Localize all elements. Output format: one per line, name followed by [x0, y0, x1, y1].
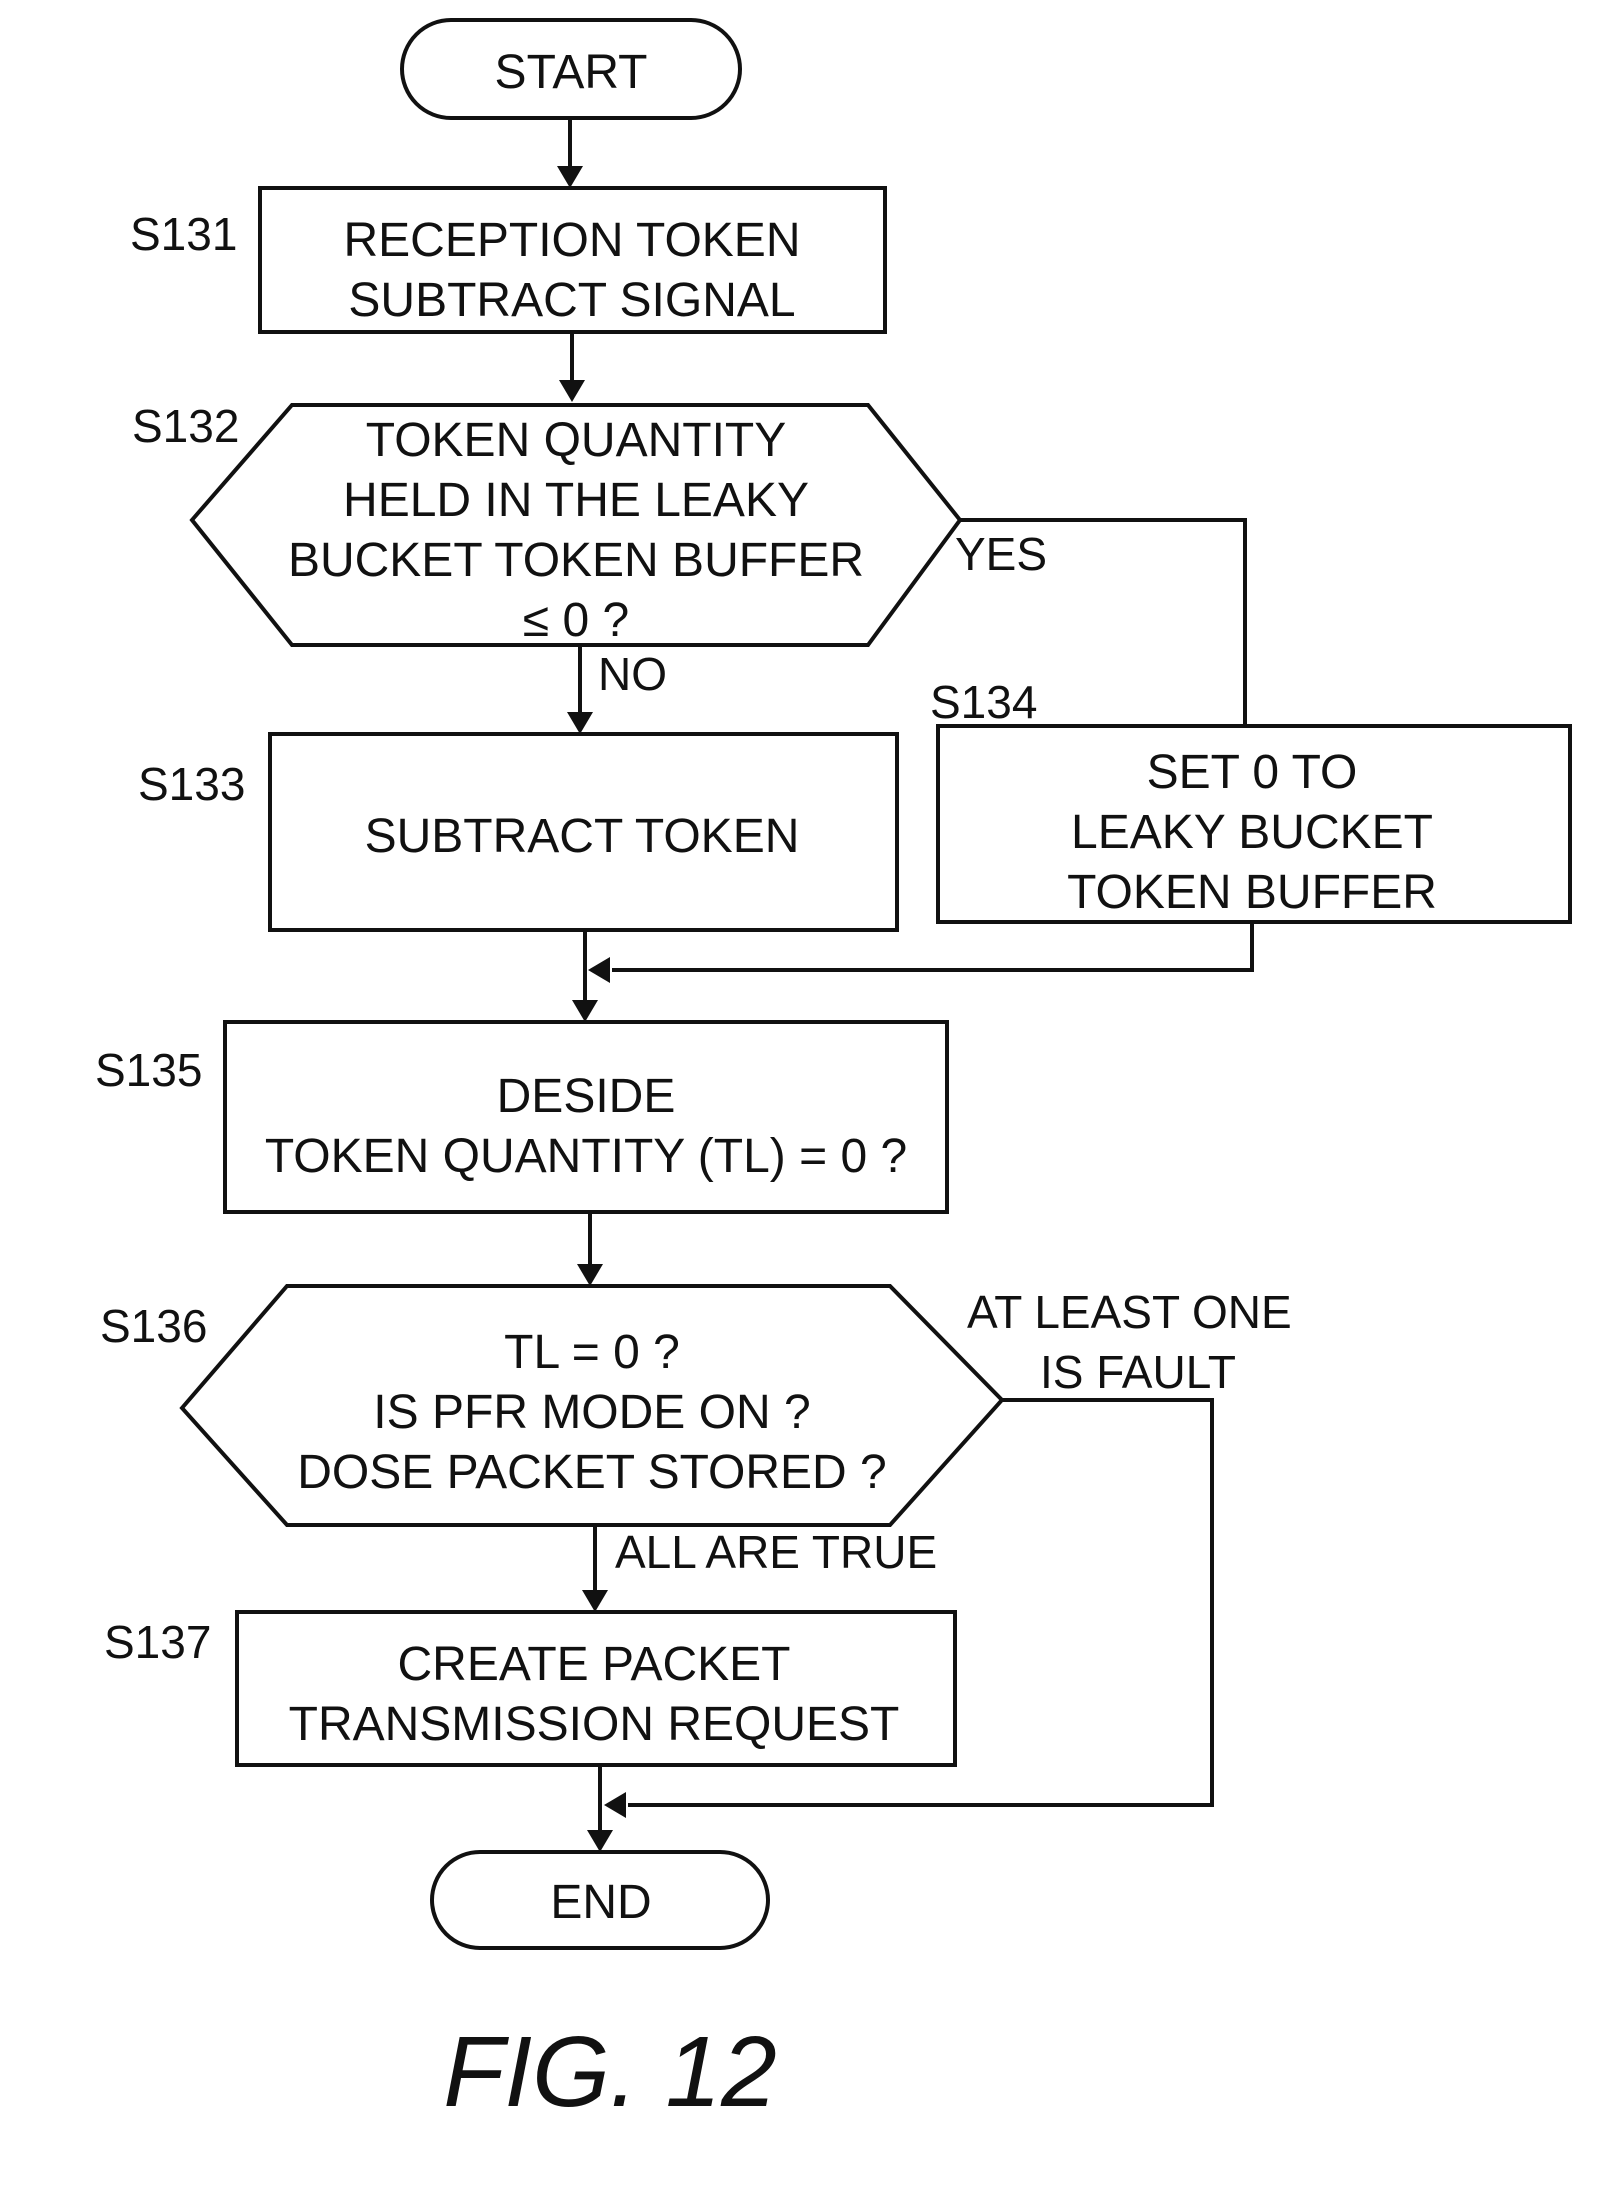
s134-process-box — [936, 724, 1572, 924]
branch-labels: YES NO AT LEAST ONE IS FAULT ALL ARE TRU… — [598, 528, 1292, 1578]
s132-text-line-4: ≤ 0 ? — [523, 594, 629, 647]
step-labels: S131 S132 S133 S134 S135 S136 S137 — [95, 208, 1037, 1668]
s131-text-line-2: SUBTRACT SIGNAL — [348, 274, 795, 327]
s135-process-box — [223, 1020, 949, 1214]
s137-text-line-1: CREATE PACKET — [398, 1638, 791, 1691]
arrowhead — [604, 1792, 626, 1818]
arrowhead — [567, 712, 593, 734]
s131-text-line-1: RECEPTION TOKEN — [344, 214, 801, 267]
edge-s132-s134-yes — [955, 518, 1247, 726]
s134-text-line-2: LEAKY BUCKET — [1071, 806, 1433, 859]
end-label: END — [550, 1876, 651, 1929]
edge-s136-end-fault — [628, 1398, 1214, 1807]
step-label-s134: S134 — [930, 676, 1037, 728]
start-label: START — [495, 46, 648, 99]
s134-text-line-3: TOKEN BUFFER — [1067, 866, 1437, 919]
connectors — [557, 118, 1254, 1852]
figure-title: FIG. 12 — [443, 2016, 776, 2128]
start-terminator — [400, 18, 742, 120]
arrowhead — [587, 1830, 613, 1852]
arrowhead — [588, 957, 610, 983]
arrowhead — [559, 380, 585, 402]
s135-text-line-1: DESIDE — [497, 1070, 676, 1123]
step-label-s136: S136 — [100, 1300, 207, 1352]
step-label-s135: S135 — [95, 1044, 202, 1096]
s133-text-line-1: SUBTRACT TOKEN — [365, 810, 800, 863]
end-terminator — [430, 1850, 770, 1950]
s132-text-line-1: TOKEN QUANTITY — [366, 414, 787, 467]
step-label-s137: S137 — [104, 1616, 211, 1668]
arrowhead — [577, 1264, 603, 1286]
s133-process-box — [268, 732, 899, 932]
arrowhead — [557, 166, 583, 188]
branch-label-yes: YES — [955, 528, 1047, 580]
branch-label-fault-line-1: AT LEAST ONE — [967, 1286, 1292, 1338]
s132-text-line-3: BUCKET TOKEN BUFFER — [288, 534, 864, 587]
shapes — [179, 18, 1572, 1950]
edge-s134-merge — [612, 920, 1254, 972]
s132-decision-hexagon — [189, 403, 963, 647]
step-label-s133: S133 — [138, 758, 245, 810]
node-texts: START RECEPTION TOKEN SUBTRACT SIGNAL TO… — [265, 46, 1437, 1929]
s136-text-line-1: TL = 0 ? — [504, 1326, 680, 1379]
s135-text-line-2: TOKEN QUANTITY (TL) = 0 ? — [265, 1130, 907, 1183]
step-label-s132: S132 — [132, 400, 239, 452]
branch-label-all-true: ALL ARE TRUE — [615, 1526, 937, 1578]
s134-text-line-1: SET 0 TO — [1147, 746, 1358, 799]
s137-text-line-2: TRANSMISSION REQUEST — [289, 1698, 900, 1751]
s132-text-line-2: HELD IN THE LEAKY — [343, 474, 809, 527]
arrowhead — [572, 1000, 598, 1022]
s137-process-box — [235, 1610, 957, 1767]
s136-text-line-2: IS PFR MODE ON ? — [373, 1386, 810, 1439]
arrowhead — [582, 1590, 608, 1612]
s136-decision-hexagon — [179, 1284, 1005, 1527]
branch-label-no: NO — [598, 648, 667, 700]
step-label-s131: S131 — [130, 208, 237, 260]
branch-label-fault-line-2: IS FAULT — [1040, 1346, 1236, 1398]
s131-process-box — [258, 186, 887, 334]
s136-text-line-3: DOSE PACKET STORED ? — [297, 1446, 887, 1499]
